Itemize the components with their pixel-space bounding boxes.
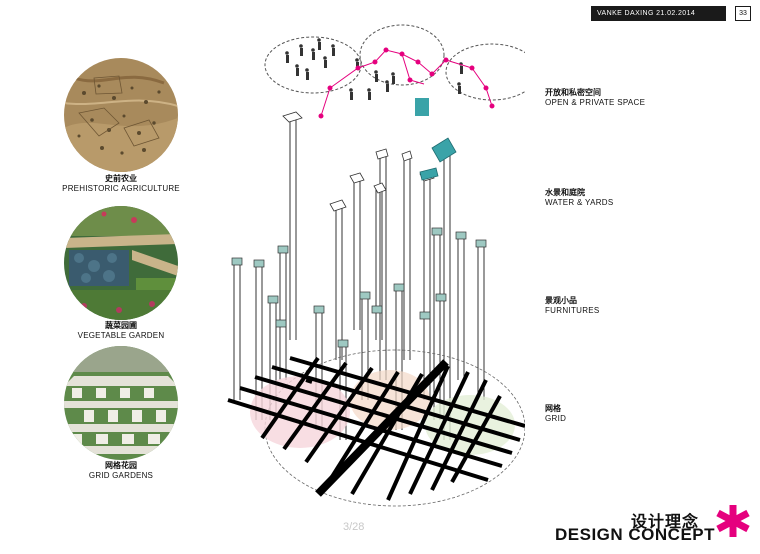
open-private-space-layer (264, 24, 525, 101)
label-en: OPEN & PRIVATE SPACE (545, 98, 646, 107)
people-figures (285, 38, 463, 100)
connection-lines (318, 47, 495, 119)
caption-prehistoric-agriculture: 史前农业 PREHISTORIC AGRICULTURE (46, 174, 196, 194)
label-en: FURNITURES (545, 306, 600, 315)
prehistoric-agriculture-image (64, 58, 178, 172)
page-indicator: 3/28 (343, 521, 365, 533)
caption-en: PREHISTORIC AGRICULTURE (62, 184, 180, 193)
caption-grid-gardens: 网格花园 GRID GARDENS (46, 461, 196, 481)
asterisk-icon (716, 505, 750, 537)
label-en: WATER & YARDS (545, 198, 614, 207)
label-cn: 景观小品 (545, 296, 577, 305)
label-cn: 网格 (545, 404, 561, 413)
grid-layer (227, 349, 525, 507)
label-grid: 网格 GRID (545, 404, 566, 424)
label-water-yards: 水景和庭院 WATER & YARDS (545, 188, 614, 208)
page-title-cn: 设计理念 (631, 514, 700, 531)
label-cn: 水景和庭院 (545, 188, 585, 197)
caption-cn: 蔬菜园圃 (105, 321, 137, 330)
page-number: 33 (735, 6, 751, 21)
caption-vegetable-garden: 蔬菜园圃 VEGETABLE GARDEN (46, 321, 196, 341)
caption-cn: 网格花园 (105, 461, 137, 470)
water-yards-layer (282, 111, 435, 212)
caption-en: GRID GARDENS (88, 471, 154, 480)
furnitures-layer (231, 227, 487, 348)
design-concept-diagram (227, 24, 525, 507)
page-title-en: DESIGN CONCEPT (555, 525, 716, 544)
project-header: VANKE DAXING 21.02.2014 (591, 6, 726, 21)
label-cn: 开放和私密空间 (545, 88, 601, 97)
caption-cn: 史前农业 (105, 174, 137, 183)
vegetable-garden-image (64, 206, 178, 320)
grid-gardens-image (64, 346, 178, 460)
label-open-private-space: 开放和私密空间 OPEN & PRIVATE SPACE (545, 88, 645, 108)
label-en: GRID (545, 414, 567, 423)
label-furnitures: 景观小品 FURNITURES (545, 296, 600, 316)
water-feature (419, 137, 457, 181)
caption-en: VEGETABLE GARDEN (77, 331, 165, 340)
